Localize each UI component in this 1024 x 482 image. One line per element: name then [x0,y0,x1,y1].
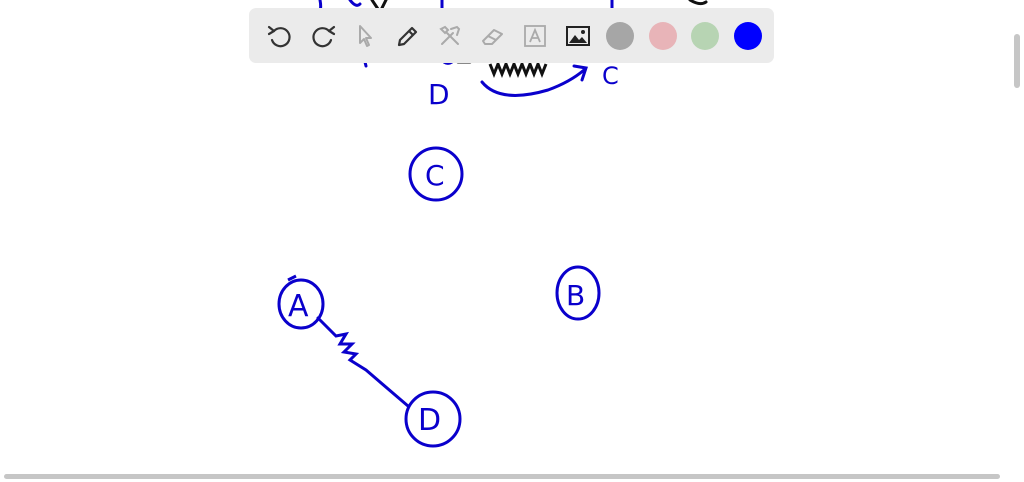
top-spring [488,59,548,79]
vertical-scrollbar[interactable] [1014,34,1020,88]
drawing-toolbar [249,8,774,63]
node-b: B [555,265,601,321]
text-tool-icon [524,24,547,47]
color-gray-button[interactable] [599,15,642,57]
image-button[interactable] [557,15,600,57]
pen-button[interactable] [387,15,430,57]
node-d-label: D [418,403,441,438]
top-label-d: D [428,78,450,111]
node-a-label: A [288,289,309,324]
redo-icon [312,25,335,47]
node-a: A [277,274,325,330]
undo-icon [268,25,291,47]
undo-button[interactable] [259,15,302,57]
color-swatch-blue [733,21,762,50]
tools-button[interactable] [429,15,472,57]
color-swatch-pink [648,21,677,50]
horizontal-scrollbar[interactable] [4,474,1000,479]
eraser-icon [481,28,503,45]
node-d: D [404,390,462,448]
node-c-label: C [425,159,445,192]
eraser-button[interactable] [472,15,515,57]
tools-icon [439,25,461,45]
text-tool-button[interactable] [514,15,557,57]
select-pointer-icon [359,24,373,47]
color-green-button[interactable] [684,15,727,57]
top-label-c: C [602,62,619,90]
color-blue-button[interactable] [727,15,770,57]
image-icon [565,25,590,46]
color-pink-button[interactable] [642,15,685,57]
top-arrow [480,64,588,97]
select-button[interactable] [344,15,387,57]
color-swatch-green [691,21,720,50]
node-c: C [408,146,464,202]
redo-button[interactable] [302,15,345,57]
pen-icon [397,26,417,46]
color-swatch-gray [606,21,635,50]
node-b-label: B [566,279,585,312]
spring-a-d [316,316,410,408]
